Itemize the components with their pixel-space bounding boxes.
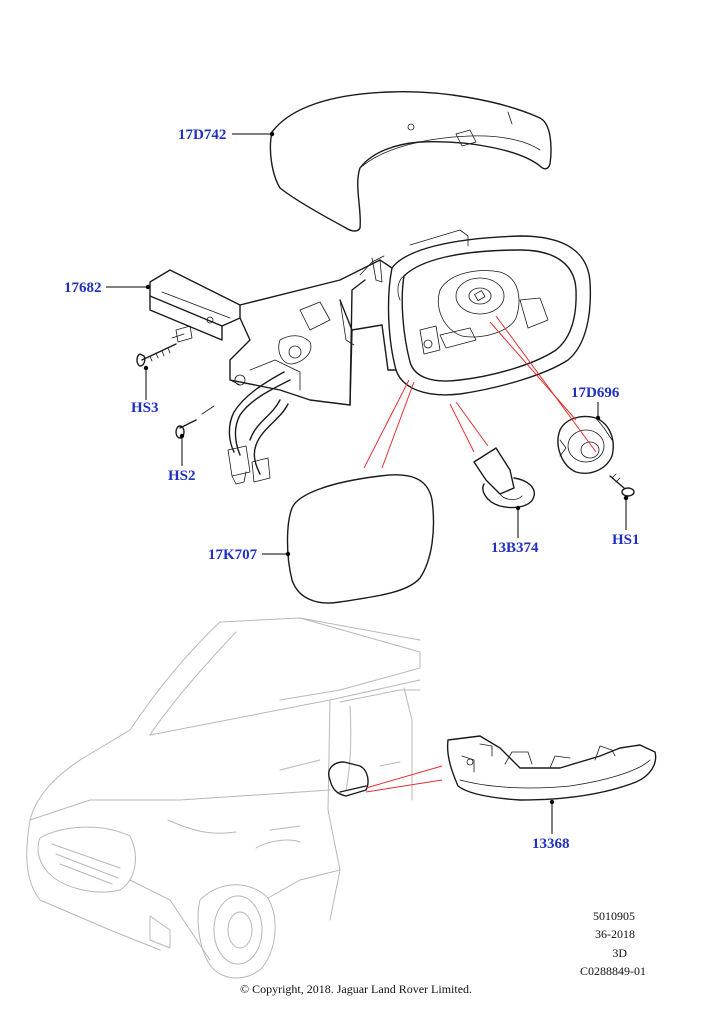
label-side-indicator: 13368 bbox=[532, 836, 570, 852]
reference-line-2: 36-2018 bbox=[595, 927, 635, 941]
mirror-base bbox=[149, 229, 469, 485]
leader-lines bbox=[106, 131, 629, 834]
label-mirror-base: 17682 bbox=[64, 280, 102, 296]
label-screw-hs2: HS2 bbox=[168, 468, 196, 484]
label-actuator-motor: 17D696 bbox=[571, 385, 620, 401]
screw-hs1 bbox=[609, 473, 635, 497]
puddle-lamp bbox=[473, 447, 535, 509]
label-screw-hs1: HS1 bbox=[612, 532, 640, 548]
mirror-glass bbox=[286, 474, 435, 604]
relation-lines bbox=[363, 315, 597, 793]
screw-hs3 bbox=[136, 343, 177, 367]
actuator-motor bbox=[557, 415, 614, 474]
mirror-housing bbox=[387, 235, 592, 396]
mirror-cover bbox=[269, 91, 552, 232]
label-screw-hs3: HS3 bbox=[131, 400, 159, 416]
reference-line-4: C0288849-01 bbox=[580, 964, 646, 978]
label-puddle-lamp: 13B374 bbox=[491, 540, 539, 556]
copyright-notice: © Copyright, 2018. Jaguar Land Rover Lim… bbox=[240, 982, 472, 996]
reference-line-3: 3D bbox=[612, 946, 627, 960]
side-indicator bbox=[446, 735, 657, 801]
label-mirror-cover: 17D742 bbox=[178, 127, 226, 143]
screw-hs2 bbox=[175, 405, 215, 439]
reference-line-1: 5010905 bbox=[593, 909, 635, 923]
label-mirror-glass: 17K707 bbox=[208, 547, 258, 563]
vehicle-outline bbox=[26, 617, 421, 979]
